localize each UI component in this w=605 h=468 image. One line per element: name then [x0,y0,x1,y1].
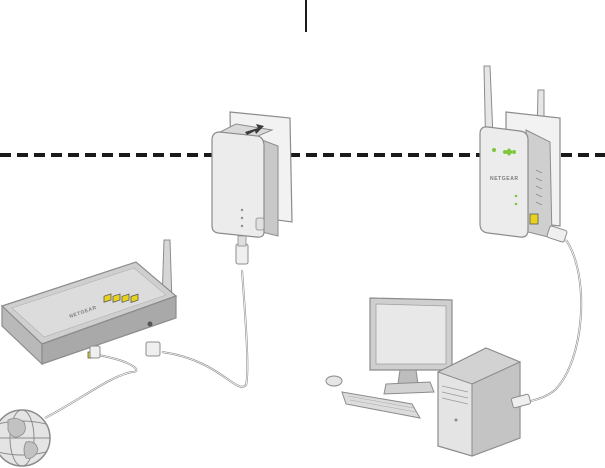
router-ethernet-plug [146,342,160,356]
extender-status-led [492,148,496,152]
cable-extender-to-computer [527,240,581,402]
keyboard [342,392,420,418]
mouse [326,376,342,386]
powerline-wifi-extender-icon: NETGEAR [480,66,567,242]
cable-globe-to-router [45,355,136,418]
powerline-adapter-icon [212,112,292,264]
cable-router-to-adapter [162,270,247,387]
extender-ethernet-plug [547,226,568,243]
adapter-pair-button [256,218,264,230]
desktop-computer-icon [326,298,531,456]
adapter-led [241,209,243,211]
router-power-jack [148,322,153,327]
adapter-ethernet-plug [236,244,248,264]
router-icon: NETGEAR [2,240,176,364]
globe-icon [0,410,50,466]
extender-ethernet-port [530,214,538,224]
extender-brand-label: NETGEAR [490,176,519,182]
